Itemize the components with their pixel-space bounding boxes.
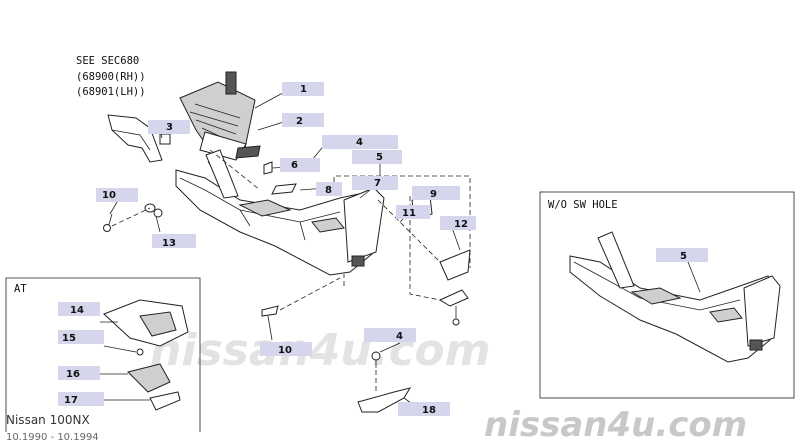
callout-17: 17 [64,395,78,406]
callout-7: 7 [374,178,381,189]
callout-18: 18 [422,405,436,416]
callout-5b: 5 [680,251,687,262]
inset-wo-title: W/O SW HOLE [548,199,618,211]
callouts-main: 1 2 3 4 5 6 7 8 9 11 12 10 13 10 4 18 [96,82,476,416]
callout-10: 10 [102,190,116,201]
screw-part-10 [103,224,111,232]
inset-wo-sw-hole: W/O SW HOLE 5 [539,191,795,399]
callout-9: 9 [430,189,437,200]
lid-part-12 [439,249,471,281]
screw-part-4 [371,351,381,361]
clip-part-2 [235,145,261,159]
callout-4: 4 [356,137,363,148]
watermark-center: nissan4u.com [150,325,491,376]
callout-8: 8 [325,185,332,196]
callout-4b: 4 [396,331,403,342]
callout-12: 12 [454,219,468,230]
callout-13: 13 [162,238,176,249]
clip-part-6b [263,161,273,175]
callout-2: 2 [296,116,303,127]
section-note-line3: (68901(LH)) [76,86,146,98]
callout-16: 16 [66,369,80,380]
callout-15: 15 [62,333,76,344]
screw-part-9 [452,318,460,326]
footer-model: Nissan 100NX [6,413,90,427]
callout-10b: 10 [278,345,292,356]
screw-part-15 [136,348,144,356]
plate-part-17 [149,391,181,411]
footer-dates: 10.1990 - 10.1994 [6,432,99,443]
clip-part-10b [261,305,279,317]
callout-6: 6 [291,160,298,171]
watermark-corner: nissan4u.com [484,405,747,445]
piece-part-6 [271,183,297,195]
shift-boot-part-1 [179,71,256,161]
hinge-part-9 [438,289,469,307]
inset-at: AT 14 15 16 17 [5,277,201,432]
side-bracket [107,114,163,163]
inset-at-title: AT [14,283,27,295]
nut-part-13 [153,208,163,218]
callout-1: 1 [300,84,307,95]
callout-5: 5 [376,152,383,163]
center-console [175,149,385,276]
section-note-line1: SEE SEC680 [76,55,139,67]
callout-14: 14 [70,305,84,316]
callout-3: 3 [166,122,173,133]
callout-11: 11 [402,208,416,219]
section-note-line2: (68900(RH)) [76,71,146,83]
indicator-part-16 [127,363,171,393]
